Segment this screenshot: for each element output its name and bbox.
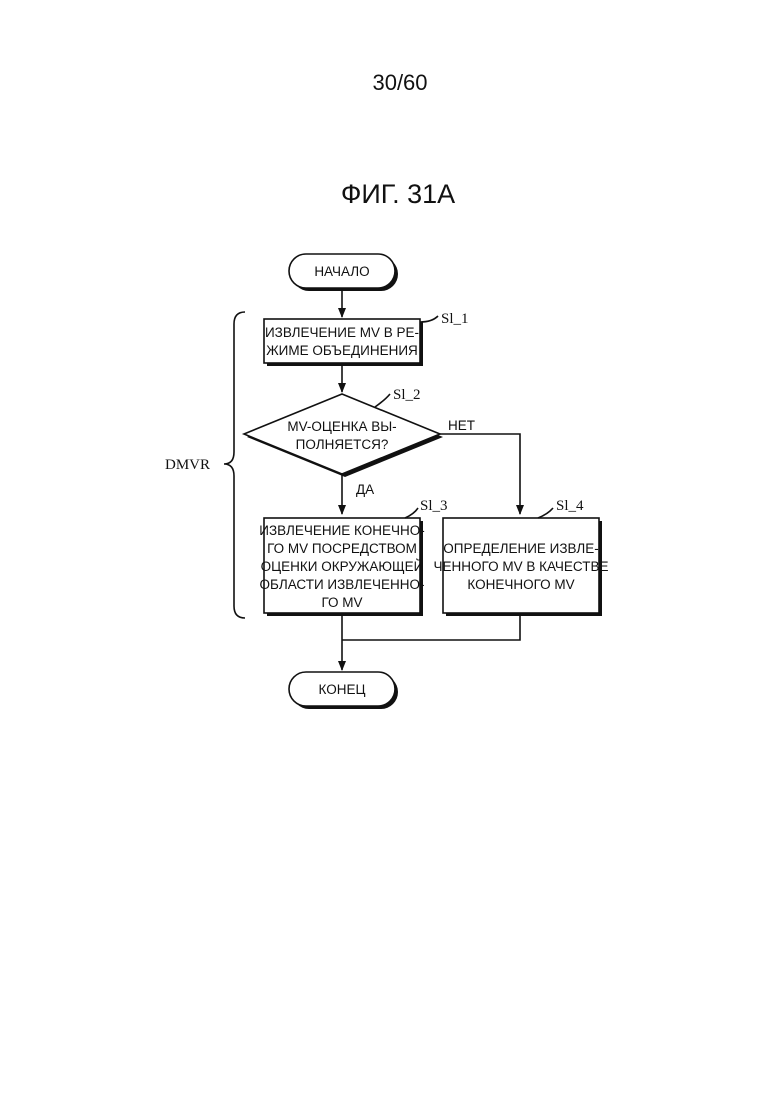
s3-ref-label: Sl_3 xyxy=(420,498,448,514)
end-label: КОНЕЦ xyxy=(319,682,366,697)
no-label: НЕТ xyxy=(448,418,475,433)
s4-line-3: КОНЕЧНОГО MV xyxy=(467,577,574,592)
merge-line-from-s4 xyxy=(342,613,520,640)
s2-line-1: MV-ОЦЕНКА ВЫ- xyxy=(287,419,396,434)
s4-line-2: ЧЕННОГО MV В КАЧЕСТВЕ xyxy=(434,559,609,574)
s4-ref-label: Sl_4 xyxy=(556,498,584,514)
step-s1-box: ИЗВЛЕЧЕНИЕ MV В РЕ- ЖИМЕ ОБЪЕДИНЕНИЯ xyxy=(264,319,423,366)
step-s2-decision: MV-ОЦЕНКА ВЫ- ПОЛНЯЕТСЯ? xyxy=(244,394,443,477)
s1-line-1: ИЗВЛЕЧЕНИЕ MV В РЕ- xyxy=(265,325,419,340)
dmvr-group-label: DMVR xyxy=(165,457,210,473)
s2-ref-leader xyxy=(375,394,390,407)
step-s3-box: ИЗВЛЕЧЕНИЕ КОНЕЧНО- ГО MV ПОСРЕДСТВОМ ОЦ… xyxy=(259,518,425,616)
start-label: НАЧАЛО xyxy=(314,264,369,279)
s3-line-3: ОЦЕНКИ ОКРУЖАЮЩЕЙ xyxy=(261,559,424,574)
s1-ref-leader xyxy=(420,316,438,322)
s2-line-2: ПОЛНЯЕТСЯ? xyxy=(296,437,389,452)
s3-ref-leader xyxy=(405,508,418,518)
page-number: 30/60 xyxy=(372,70,427,95)
s3-line-4: ОБЛАСТИ ИЗВЛЕЧЕННО- xyxy=(260,577,425,592)
s3-line-1: ИЗВЛЕЧЕНИЕ КОНЕЧНО- xyxy=(259,523,425,538)
arrow-s2-to-s4-no xyxy=(440,434,520,514)
s4-ref-leader xyxy=(538,508,553,518)
s1-ref-label: Sl_1 xyxy=(441,311,469,327)
s3-line-2: ГО MV ПОСРЕДСТВОМ xyxy=(267,541,417,556)
step-s4-box: ОПРЕДЕЛЕНИЕ ИЗВЛЕ- ЧЕННОГО MV В КАЧЕСТВЕ… xyxy=(434,518,609,616)
yes-label: ДА xyxy=(356,482,374,497)
dmvr-group-brace xyxy=(224,312,245,618)
s3-line-5: ГО MV xyxy=(321,595,362,610)
figure-title: ФИГ. 31A xyxy=(341,179,455,209)
s1-line-2: ЖИМЕ ОБЪЕДИНЕНИЯ xyxy=(266,343,418,358)
end-terminal: КОНЕЦ xyxy=(289,672,398,709)
start-terminal: НАЧАЛО xyxy=(289,254,398,291)
s2-ref-label: Sl_2 xyxy=(393,387,421,403)
s4-line-1: ОПРЕДЕЛЕНИЕ ИЗВЛЕ- xyxy=(443,541,599,556)
